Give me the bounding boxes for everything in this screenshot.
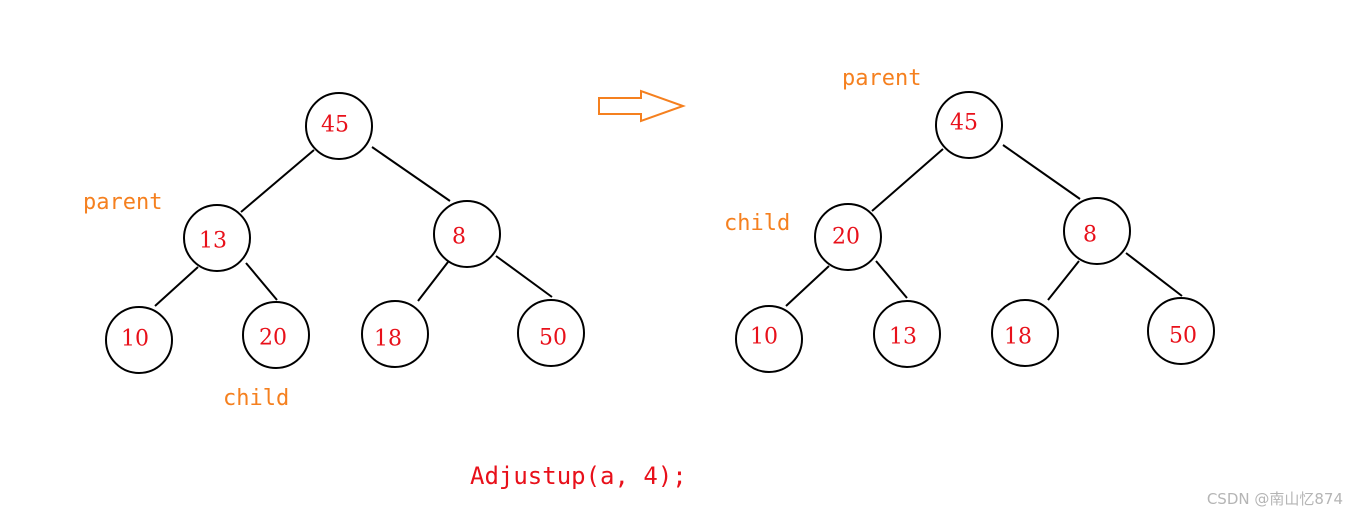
before-node-right-right-value: 50 [539,326,567,351]
after-node-left-left: 10 [735,305,803,373]
after-edge-45-8 [1002,144,1081,200]
after-node-left: 20 [814,203,882,271]
after-node-right-left-value: 18 [1004,325,1032,350]
after-node-right-left: 18 [991,299,1059,367]
after-node-left-value: 20 [832,225,860,250]
after-node-right-right: 50 [1147,297,1215,365]
adjustup-call-caption: Adjustup(a, 4); [470,462,687,490]
before-edge-13-10 [154,266,199,307]
before-edge-45-8 [371,146,451,202]
after-node-root: 45 [935,91,1003,159]
before-child-label: child [223,386,289,411]
after-tree: 45 20 8 10 13 18 50 parent child [724,66,1215,373]
after-edge-8-50 [1125,252,1183,297]
before-node-left-left: 10 [105,306,173,374]
before-node-right-left: 18 [361,300,429,368]
before-tree: 45 13 8 10 20 18 50 parent child [83,92,585,411]
before-node-root: 45 [305,92,373,160]
before-node-right-left-value: 18 [374,327,402,352]
after-edge-20-10 [785,265,830,307]
before-node-left: 13 [183,204,251,272]
after-node-right: 8 [1063,197,1131,265]
after-node-left-right-value: 13 [889,325,917,350]
before-node-left-value: 13 [199,229,227,254]
after-child-label: child [724,211,790,236]
after-node-left-left-value: 10 [750,325,778,350]
after-node-right-value: 8 [1083,223,1097,248]
before-node-left-right: 20 [242,301,310,369]
before-node-left-right-value: 20 [259,326,287,351]
csdn-watermark: CSDN @南山忆874 [1206,490,1343,508]
before-parent-label: parent [83,190,162,215]
before-edge-8-18 [417,261,449,302]
before-edge-45-13 [240,149,315,213]
after-node-right-right-value: 50 [1169,324,1197,349]
after-edge-45-20 [871,148,944,212]
before-node-right-value: 8 [452,225,466,250]
after-edge-20-13 [875,260,908,299]
transform-arrow-icon [598,89,686,123]
after-edge-8-18 [1047,260,1080,301]
before-node-left-left-value: 10 [121,327,149,352]
before-node-right: 8 [433,200,501,268]
before-edge-13-20 [245,262,278,301]
after-node-root-value: 45 [950,111,978,136]
before-node-right-right: 50 [517,299,585,367]
after-parent-label: parent [842,66,921,91]
before-edge-8-50 [495,255,553,298]
before-node-root-value: 45 [321,113,349,138]
after-node-left-right: 13 [873,300,941,368]
